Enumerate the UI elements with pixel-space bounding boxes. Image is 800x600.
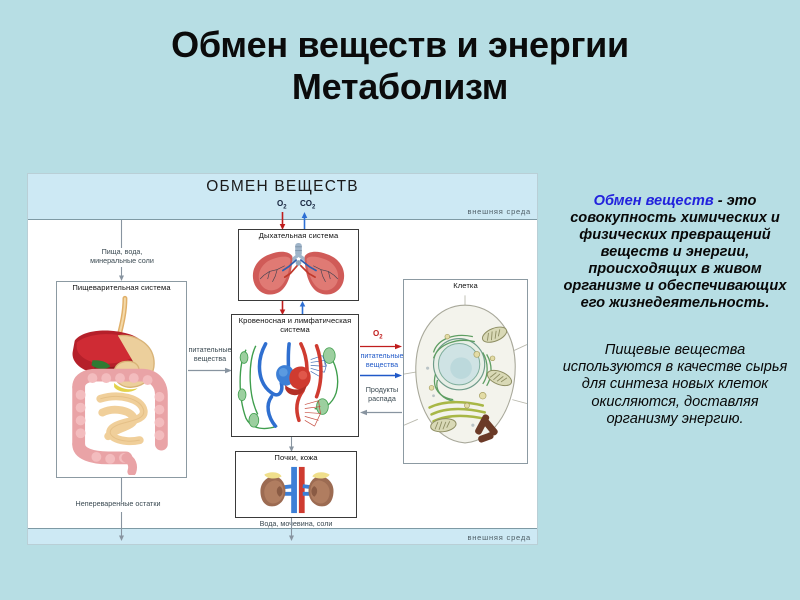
carbon-dioxide-to-lungs-arrow-icon (298, 301, 307, 315)
external-environment-band-bottom (28, 528, 537, 544)
excretion-label: Вода, мочевина, соли (259, 519, 333, 528)
panel-kidneys-skin[interactable]: Почки, кожа (235, 451, 357, 518)
nutrients-to-blood-arrow-icon (188, 366, 232, 375)
carbon-dioxide-gas-label: CO2 (300, 199, 316, 211)
panel-kidneys-title: Почки, кожа (274, 453, 318, 462)
excretion-arrow-out-icon (287, 529, 296, 541)
kidneys-illustration (236, 465, 356, 515)
undigested-label: Непереваренные остатки (75, 499, 161, 508)
diagram-title: ОБМЕН ВЕЩЕСТВ (206, 178, 359, 195)
cell-illustration (404, 293, 527, 461)
panel-respiratory-title: Дыхательная система (258, 231, 339, 240)
panel-circulatory-title: Кровеносная и лимфатическая система (238, 316, 352, 334)
blood-to-kidneys-arrow-icon (287, 437, 296, 452)
panel-cell[interactable]: Клетка (403, 279, 528, 464)
oxygen-intake-arrow-icon (278, 212, 287, 230)
usage-paragraph: Пищевые вещества используются в качестве… (562, 342, 788, 427)
panel-circulatory-system[interactable]: Кровеносная и лимфатическая система (231, 314, 359, 437)
decay-products-arrow-icon (360, 408, 402, 417)
slide-title: Обмен веществ и энергии Метаболизм (0, 24, 800, 109)
oxygen-to-cell-arrow-icon (360, 342, 402, 351)
environment-label-top: внешняя среда (467, 207, 531, 216)
definition-term: Обмен веществ (593, 192, 714, 209)
decay-products-label: Продукты распада (365, 385, 399, 403)
definition-paragraph: Обмен веществ - это совокупность химичес… (556, 193, 794, 312)
definition-body: - это совокупность химических и физическ… (563, 192, 787, 311)
panel-digestive-title: Пищеварительная система (72, 283, 171, 292)
metabolism-diagram: ОБМЕН ВЕЩЕСТВ внешняя среда внешняя сред… (27, 173, 538, 545)
intake-label: Пища, вода, минеральные соли (90, 247, 154, 265)
intake-arrow-top-icon (117, 220, 126, 248)
nutrients-to-blood-label: питательные вещества (188, 345, 232, 363)
title-line-2: Метаболизм (291, 66, 509, 108)
digestive-organs-illustration (57, 295, 186, 475)
panel-digestive-system[interactable]: Пищеварительная система (56, 281, 187, 478)
intake-arrow-bottom-icon (117, 267, 126, 281)
carbon-dioxide-release-arrow-icon (300, 212, 309, 230)
nutrients-to-cell-arrow-icon (360, 371, 402, 380)
panel-respiratory-system[interactable]: Дыхательная система (238, 229, 359, 301)
lungs-illustration (239, 243, 358, 298)
title-line-1: Обмен веществ и энергии (171, 24, 629, 65)
oxygen-gas-label: O2 (277, 199, 287, 211)
circulatory-illustration (232, 336, 358, 434)
undigested-arrow-bottom-icon (117, 512, 126, 541)
undigested-arrow-top-icon (117, 478, 126, 502)
panel-cell-title: Клетка (453, 281, 478, 290)
nutrients-to-cell-label: питательные вещества (360, 351, 404, 369)
oxygen-to-blood-arrow-icon (278, 301, 287, 315)
text-column: Обмен веществ - это совокупность химичес… (556, 178, 794, 443)
oxygen-to-cell-label: O2 (373, 329, 383, 341)
environment-label-bottom: внешняя среда (467, 533, 531, 542)
